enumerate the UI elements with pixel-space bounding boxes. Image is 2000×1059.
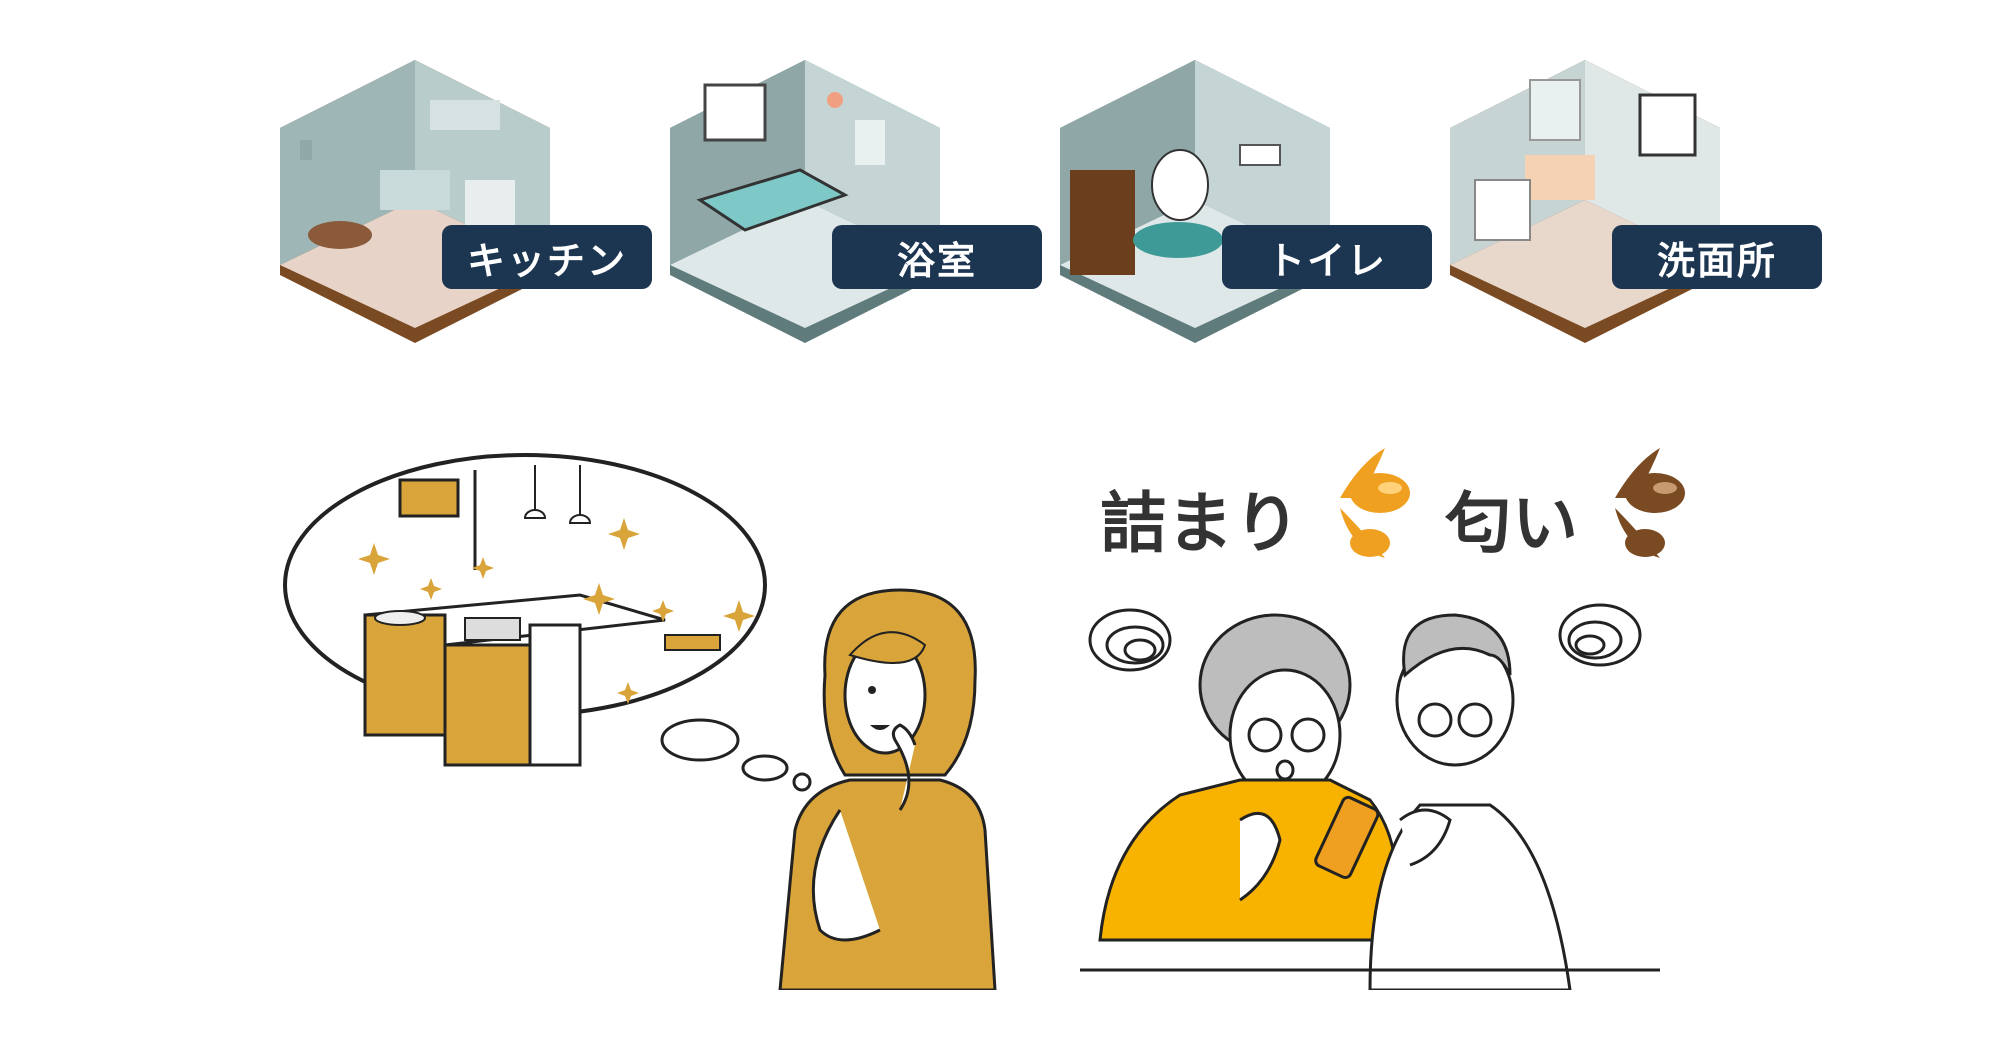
toilet-label: トイレ <box>1222 225 1432 289</box>
woman-thinking-illustration <box>283 453 997 990</box>
clog-label: 詰まり <box>1100 485 1301 562</box>
room-tile-toilet: トイレ <box>1060 60 1432 360</box>
clog-drops-icon <box>1340 448 1410 558</box>
woman-figure <box>778 588 997 990</box>
kitchen-label: キッチン <box>442 225 652 289</box>
bathroom-label: 浴室 <box>832 225 1042 289</box>
elderly-man-figure <box>1368 613 1572 990</box>
thought-bubble-tail-1 <box>660 718 740 762</box>
elderly-woman-figure <box>1098 613 1399 942</box>
bathroom-room-illustration <box>670 60 940 343</box>
kitchen-room-illustration <box>280 60 550 343</box>
room-tile-washroom: 洗面所 <box>1450 60 1822 360</box>
smell-drops-icon <box>1615 448 1685 558</box>
sparkle-icons <box>358 518 755 704</box>
washroom-label: 洗面所 <box>1612 225 1822 289</box>
room-tile-bathroom: 浴室 <box>670 60 1042 360</box>
confusion-scribble-icons <box>1088 603 1642 672</box>
smell-label: 匂い <box>1445 485 1579 562</box>
washroom-room-illustration <box>1450 60 1720 343</box>
elderly-couple-illustration <box>1080 603 1660 990</box>
room-tile-kitchen: キッチン <box>280 60 652 360</box>
thought-bubble-tail-3 <box>792 772 812 792</box>
toilet-room-illustration <box>1060 60 1330 343</box>
thought-bubble-tail-2 <box>741 754 789 782</box>
